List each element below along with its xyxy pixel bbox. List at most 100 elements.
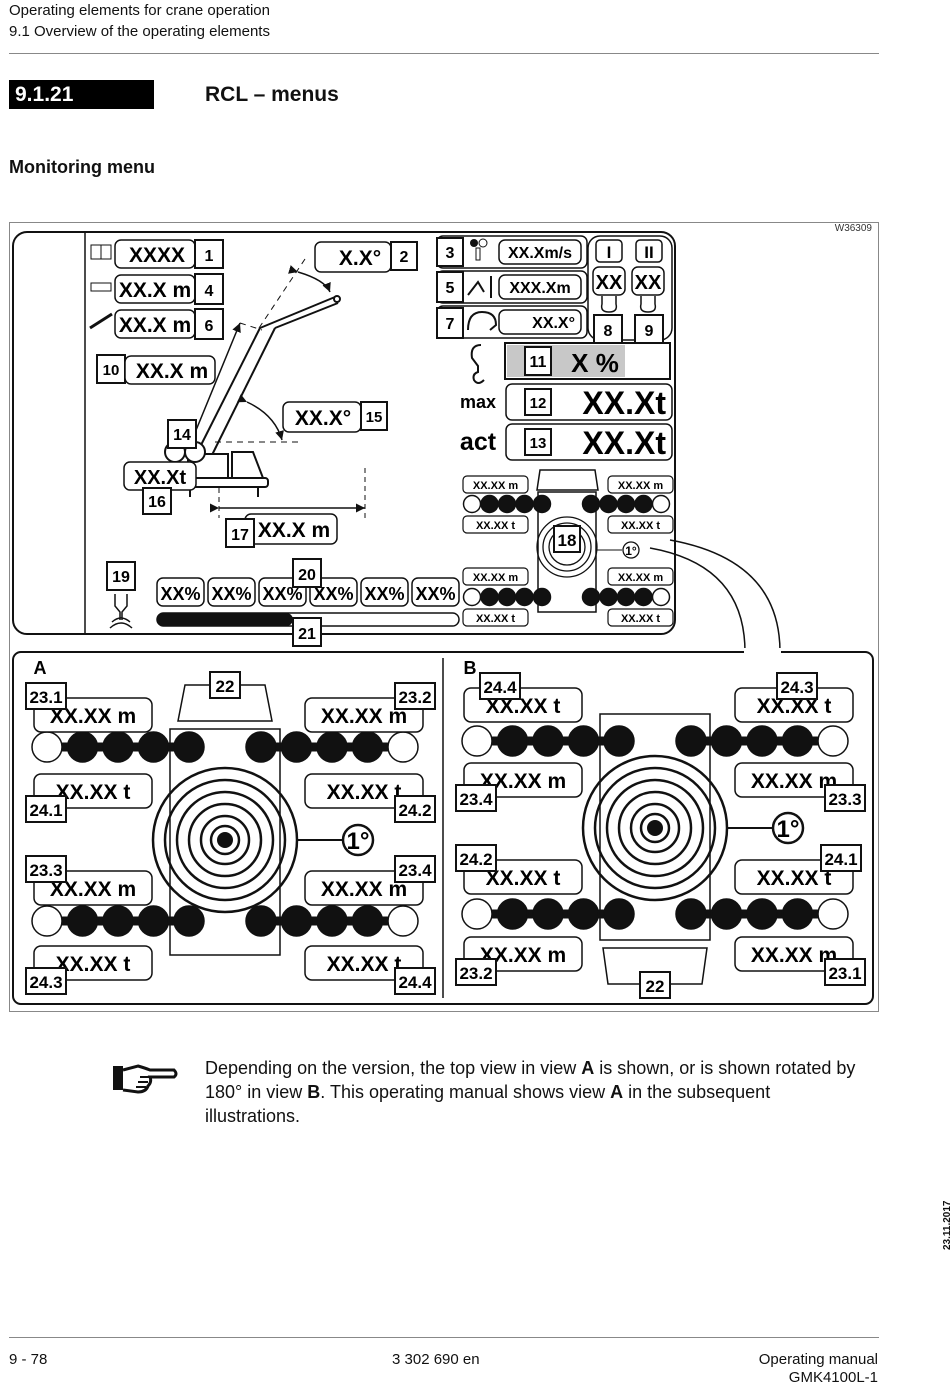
level-ring (593, 766, 717, 890)
tilt-value: 1° (347, 828, 370, 855)
field-14-label: 14 (173, 427, 191, 444)
outrigger-box (462, 475, 529, 494)
field-17: XX.X m 17 (225, 513, 338, 548)
dot-filled (532, 587, 552, 607)
dot-filled (781, 725, 814, 757)
dot-empty (387, 731, 419, 763)
field-13-label: 13 (530, 435, 547, 452)
dot-filled (497, 587, 517, 607)
dot-filled (515, 587, 534, 607)
header-chapter: Operating elements for crane operation (9, 2, 270, 19)
box-label-frame (455, 844, 497, 872)
dot-filled (603, 725, 635, 757)
footer-doc-number: 3 302 690 en (392, 1351, 480, 1368)
dot-filled (351, 731, 384, 763)
field-9: II XX 9 (631, 239, 665, 344)
header-section: 9.1 Overview of the operating elements (9, 23, 270, 40)
field-19: 19 (106, 561, 136, 629)
level-ring (536, 516, 598, 578)
field-19-label: 19 (112, 569, 130, 586)
outrigger-box (462, 608, 529, 627)
field-15-value: XX.X° (295, 407, 351, 430)
dot-empty (462, 494, 482, 514)
box-label-frame (25, 855, 67, 883)
field-2-label: 2 (400, 249, 409, 266)
dot-empty (651, 587, 671, 607)
dot-filled (746, 898, 778, 930)
level-bubble (647, 820, 663, 836)
field-1-label: 1 (205, 248, 214, 265)
field-2: X.X° 2 (314, 241, 418, 273)
header-divider (9, 53, 879, 54)
value-box (304, 773, 424, 809)
box-label-frame (820, 844, 862, 872)
dot-empty (651, 494, 671, 514)
field-12-label: 12 (530, 395, 547, 412)
dot-filled (316, 731, 348, 763)
field-12-value: XX.Xt (582, 385, 666, 421)
dot-filled (781, 898, 814, 930)
dot-filled (280, 905, 313, 937)
value-box-text: XX.XX t (327, 781, 402, 804)
label-22-box (639, 971, 671, 999)
field-9-value: XX (635, 272, 662, 294)
wind-icon (470, 239, 478, 247)
field-5: 5 XXX.Xm (436, 271, 582, 303)
dot-filled (480, 494, 499, 514)
box-label-frame (394, 795, 436, 823)
dot-filled (599, 494, 618, 514)
cab-outline (536, 469, 599, 491)
view-title: A (34, 658, 47, 678)
dot-filled (245, 905, 277, 937)
level-ring (163, 778, 287, 902)
percent-box (156, 577, 205, 607)
value-box-text: XX.XX t (56, 781, 131, 804)
figure-id: W36309 (834, 223, 872, 234)
outrigger-box (607, 608, 674, 627)
box-label-frame (824, 958, 866, 986)
percent-value: XX% (415, 584, 455, 604)
dot-filled (746, 725, 778, 757)
level-ring (542, 522, 592, 572)
value-box-text: XX.XX t (486, 695, 561, 718)
rcl-monitoring-diagram: XXXX 1 XX.X m 4 XX.X m 6 10 XX.X m (12, 231, 874, 1005)
field-16-label: 16 (148, 494, 166, 511)
field-2-value: X.X° (339, 247, 381, 270)
outrigger-box (607, 515, 674, 534)
outrigger-box (607, 567, 674, 586)
level-ring (175, 790, 275, 890)
level-ring (187, 802, 263, 878)
value-box-text: XX.XX m (751, 770, 837, 793)
dot-filled (316, 905, 348, 937)
field-3-value: XX.Xm/s (508, 245, 572, 262)
field-10: 10 XX.X m (96, 354, 216, 385)
dot-empty (31, 731, 63, 763)
outrigger-value: XX.XX t (476, 613, 515, 625)
box-label: 24.3 (29, 973, 62, 992)
field-11-value: X % (571, 348, 619, 378)
value-box-text: XX.XX t (327, 953, 402, 976)
percent-box (207, 577, 256, 607)
field-9-header: II (644, 243, 653, 262)
hook-icon (470, 344, 485, 384)
dot-filled (173, 731, 205, 763)
field-12: max 12 XX.Xt (460, 383, 673, 421)
box-label-frame (455, 784, 497, 812)
field-5-value: XXX.Xm (509, 280, 570, 297)
joystick-icon (109, 594, 133, 629)
field-13-value: XX.Xt (582, 425, 666, 461)
note-text: Depending on the version, the top view i… (205, 1058, 856, 1126)
value-box (734, 762, 854, 798)
field-16: XX.Xt 16 (123, 461, 197, 515)
field-6: XX.X m 6 (89, 308, 224, 340)
field-9-label: 9 (645, 323, 654, 340)
box-label-frame (394, 855, 436, 883)
footer-manual: Operating manual (758, 1351, 878, 1368)
field-11-label: 11 (530, 354, 547, 371)
value-box (304, 697, 424, 733)
pointing-hand-icon (113, 1064, 178, 1094)
section-number: 9.1.21 (9, 80, 154, 109)
field-3-label: 3 (446, 245, 455, 262)
field-4-value: XX.X m (119, 279, 191, 302)
field-1-value: XXXX (129, 244, 185, 267)
